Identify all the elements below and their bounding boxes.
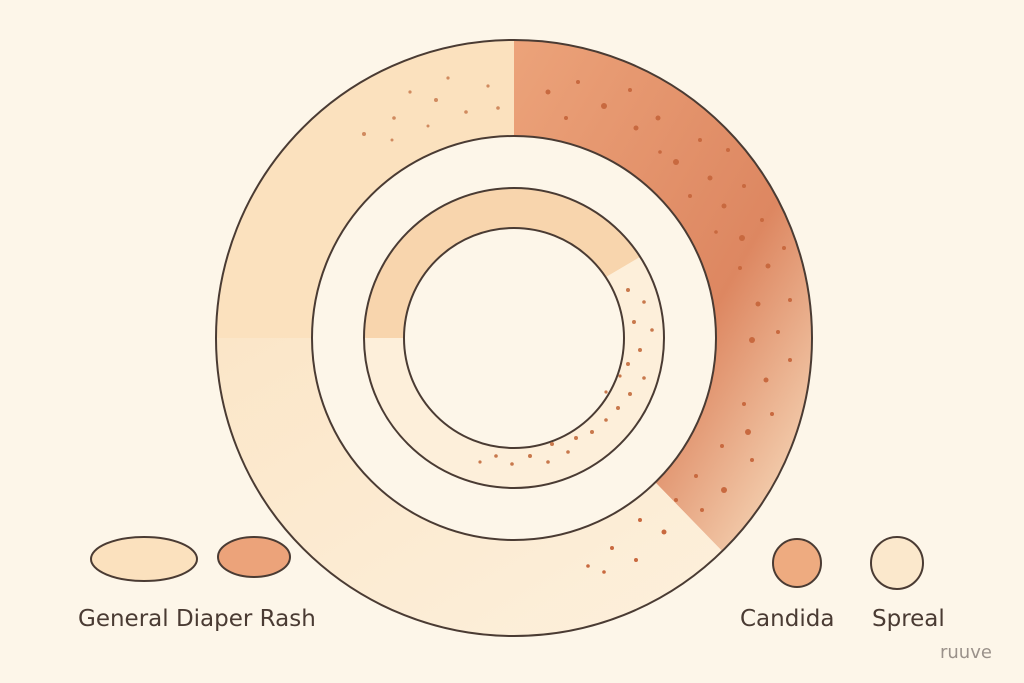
inner-ring-lower-segment [363,257,664,489]
inner-ring-outline [363,187,665,489]
outer-ring-candida-segment [514,40,812,551]
legend-label-spread: Spreal [872,606,945,632]
outer-upper-left-dots [362,76,500,142]
legend-label-general-diaper-rash: General Diaper Rash [78,606,316,632]
outer-ring-lower-segment [216,338,722,636]
inner-ring-center [403,227,625,449]
legend-swatch-pale [90,536,198,582]
candida-segment-dots [545,80,792,574]
watermark: ruuve [940,642,992,663]
outer-ring-upper-left-segment [216,40,514,338]
legend-label-candida: Candida [740,606,835,632]
legend-swatch-candida [772,538,822,588]
legend-swatch-orange [217,536,291,578]
legend-swatch-spread [870,536,924,590]
outer-ring-outline [215,39,813,637]
inner-lower-dots [478,288,654,466]
inner-ring-upper-segment [364,188,640,338]
